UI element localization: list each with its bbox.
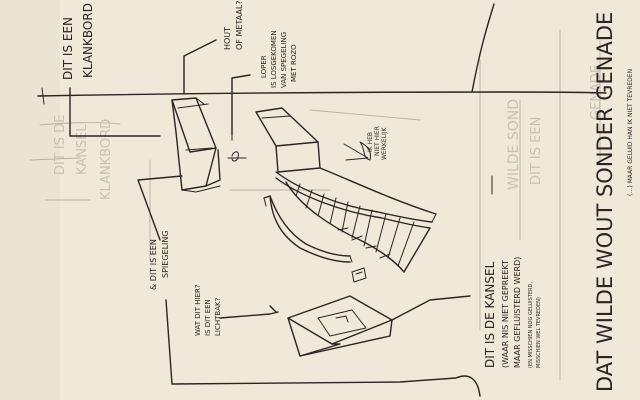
label-kansel-1: DIT IS DE KANSEL <box>483 261 497 368</box>
label-kansel-4: (EN MISSCHIEN NOG GELUISTERD, <box>528 282 534 368</box>
label-kansel-2: (WAAR NIS NIET GEPREEKT <box>501 260 510 368</box>
faint-text-5: KLANKBORD <box>99 119 114 200</box>
label-spiegeling-2: SPIEGELING <box>161 230 170 278</box>
label-wilde-wout-sub: (…) MAAR GELUID HAN IK NIET TEVREDEN <box>627 69 634 196</box>
label-kruis-3: WERKELIJK <box>381 127 388 161</box>
faint-text-4: DIT IS EEN <box>529 117 544 185</box>
label-klankbord-2: KLANKBORD <box>81 3 95 78</box>
label-hout-2: OF METAAL? <box>235 0 244 50</box>
label-kruis-2: NIET HIER <box>374 126 381 156</box>
label-hout-1: HOUT <box>223 27 232 50</box>
label-klankbord-1: DIT IS EEN <box>61 17 75 80</box>
label-spiegeling-1: & DIT IS EEN <box>149 239 158 290</box>
faint-text-3: WILDE SOND <box>506 99 522 190</box>
label-wilde-wout: DAT WILDE WOUT SONDER GENADE <box>593 12 617 392</box>
label-kruis-1: IK HEB <box>367 132 374 152</box>
label-lichtbak-2: IS DIT EEN <box>204 299 212 336</box>
label-loper-3: VAN SPEGELING <box>280 32 288 88</box>
label-lichtbak-3: LICHTBAK? <box>214 297 222 336</box>
label-lichtbak-1: WAT DIT HIER? <box>194 284 202 336</box>
label-kansel-3: MAAR GEFLUISTERD WERD) <box>513 257 522 368</box>
label-kansel-5: MISSCHIEN WEL TEVREDEN) <box>536 297 542 368</box>
label-loper-2: IS LOSGEKOMEN <box>270 30 278 88</box>
label-loper-1: LOPER <box>260 55 268 78</box>
label-loper-4: MET ROZO <box>290 44 298 82</box>
faint-text-1: DIT IS DE <box>53 115 68 175</box>
faint-text-2: KANSEL <box>75 124 90 175</box>
